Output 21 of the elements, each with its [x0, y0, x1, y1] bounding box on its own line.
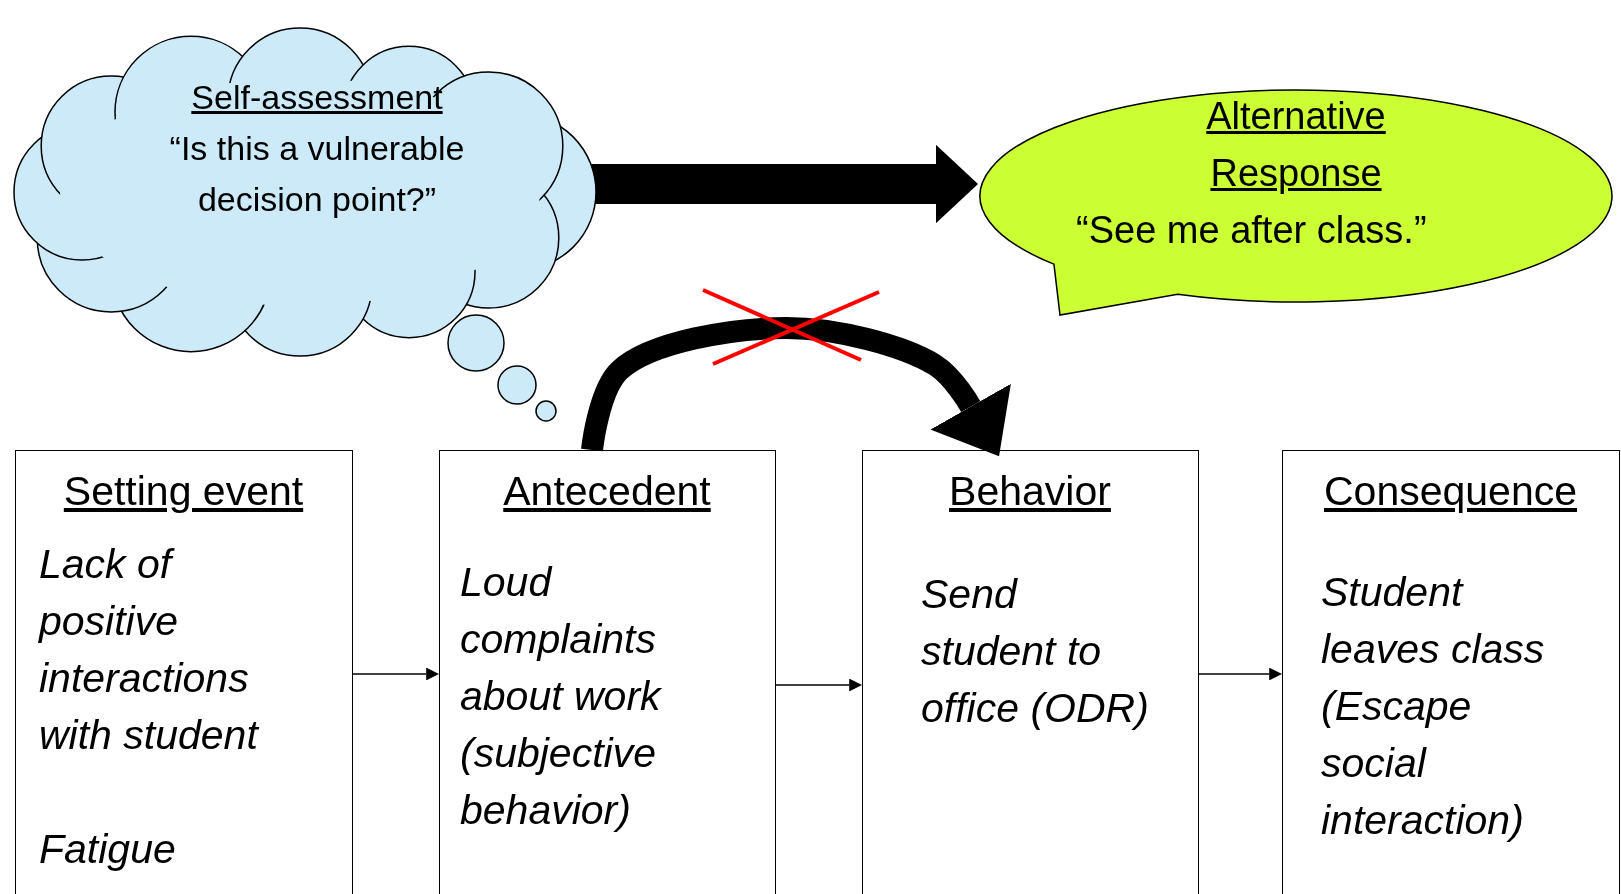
thought-text: “Is this a vulnerable decision point?”	[168, 128, 466, 220]
process-box	[439, 450, 776, 894]
arrow	[352, 667, 439, 681]
description: Loud complaints about work (subjective behavior)	[460, 558, 663, 835]
arrow	[775, 678, 862, 692]
heading: Self-assessment	[191, 77, 443, 118]
heading: Behavior	[948, 467, 1112, 516]
thought-text: “See me after class.”	[1076, 208, 1427, 253]
process-box	[862, 450, 1199, 894]
heading: Consequence	[1323, 467, 1578, 516]
heading: Setting event	[62, 467, 305, 516]
block-arrow	[590, 144, 978, 224]
description: Lack of positive interactions with student	[39, 540, 261, 760]
heading: Alternative Response	[1205, 94, 1387, 196]
description: Student leaves class (Escape social interaction)	[1321, 568, 1546, 845]
description: Fatigue	[39, 825, 176, 874]
heading: Antecedent	[502, 467, 712, 516]
process-box	[1282, 450, 1620, 894]
arrow	[1198, 667, 1282, 681]
description: Send student to office (ODR)	[921, 570, 1149, 733]
process-box	[15, 450, 353, 894]
